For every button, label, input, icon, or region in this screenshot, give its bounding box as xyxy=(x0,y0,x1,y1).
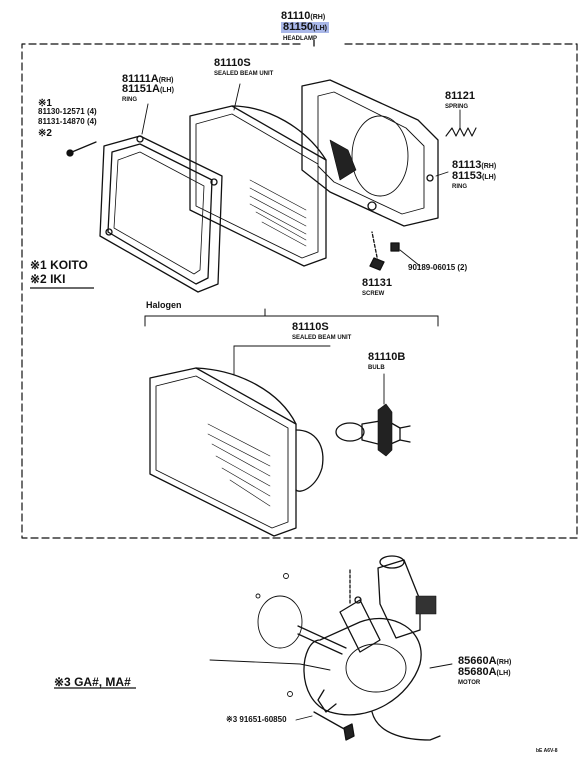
halogen-bracket xyxy=(144,308,439,327)
screw-name: SCREW xyxy=(362,291,385,297)
spring-name: SPRING xyxy=(445,104,469,110)
bolt-part xyxy=(313,711,355,741)
sealed-beam-top-number: 81110S xyxy=(214,57,251,69)
screw-code-1: 81130-12571 (4) xyxy=(38,107,97,116)
bolt-code: ※3 91651-60850 xyxy=(226,715,287,724)
spring-part xyxy=(445,127,477,137)
screw-mark-2: ※2 xyxy=(38,128,52,139)
screw-left xyxy=(66,141,97,157)
bulb-name: BULB xyxy=(368,365,385,371)
front-ring xyxy=(99,135,223,293)
headlamp-group-frame xyxy=(21,43,578,539)
rear-ring-rh: 81113(RH) xyxy=(452,159,497,171)
motor-rh: 85660A(RH) xyxy=(458,655,512,667)
sealed-beam-halogen-number: 81110S xyxy=(292,321,329,333)
rear-ring-name: RING xyxy=(452,184,467,190)
screw-81131 xyxy=(369,231,385,271)
nut-code: 90189-06015 (2) xyxy=(408,263,468,272)
sealed-beam-halogen-name: SEALED BEAM UNIT xyxy=(292,335,352,341)
legend-item-3: ※3 GA#, MA# xyxy=(54,675,131,689)
header-title: HEADLAMP xyxy=(283,36,317,42)
header-part-lh: 81150(LH) xyxy=(281,21,329,33)
nut-part xyxy=(390,242,400,252)
reference-marks xyxy=(255,573,293,697)
legend-underline xyxy=(30,287,136,689)
legend-item-1: ※1 KOITO xyxy=(30,258,88,272)
front-ring-lh: 81151A(LH) xyxy=(122,83,174,95)
sealed-beam-top xyxy=(189,105,327,267)
header-part-rh: 81110(RH) xyxy=(281,10,326,22)
legend-item-2: ※2 IKI xyxy=(30,272,66,286)
footer-code: bE A6V-8 xyxy=(536,748,558,754)
motor-name: MOTOR xyxy=(458,680,481,686)
spring-number: 81121 xyxy=(445,90,475,102)
motor-lh: 85680A(LH) xyxy=(458,666,511,678)
sealed-beam-top-name: SEALED BEAM UNIT xyxy=(214,71,274,77)
screw-mark-1: ※1 xyxy=(38,98,52,109)
screw-code-2: 81131-14870 (4) xyxy=(38,117,97,126)
front-ring-name: RING xyxy=(122,97,137,103)
leader-lines xyxy=(141,83,461,721)
headlamp-housing xyxy=(301,79,439,227)
screw-number: 81131 xyxy=(362,277,392,289)
bulb-part xyxy=(335,403,411,457)
motor-assembly xyxy=(209,555,441,741)
rear-ring-lh: 81153(LH) xyxy=(452,170,496,182)
sealed-beam-halogen xyxy=(149,367,324,537)
front-ring-rh: 81111A(RH) xyxy=(122,73,174,85)
halogen-label: Halogen xyxy=(146,300,182,310)
bulb-number: 81110B xyxy=(368,351,406,363)
